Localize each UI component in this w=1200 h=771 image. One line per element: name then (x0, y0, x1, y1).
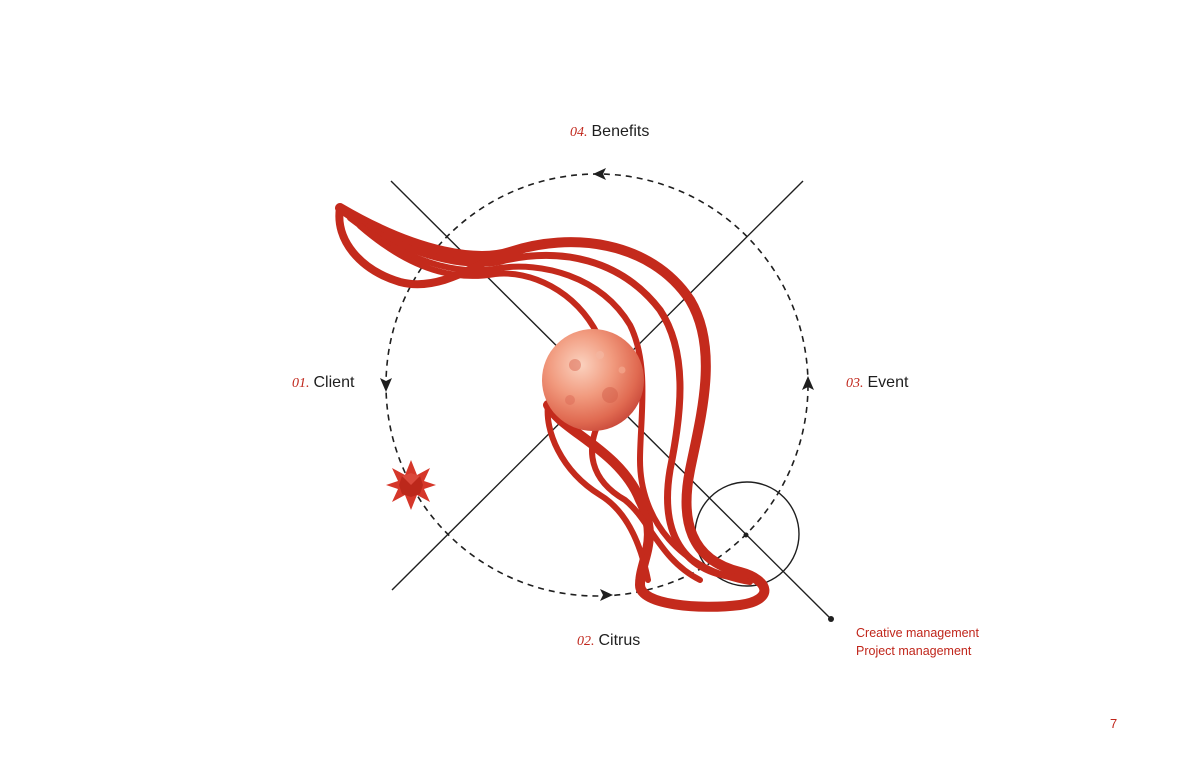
page-number: 7 (1110, 716, 1118, 731)
orb-icon (542, 329, 644, 431)
stage-label-client: 01.Client (292, 373, 354, 394)
axis-end-dot (828, 616, 834, 622)
note-project-management: Project management (856, 644, 972, 658)
event-center-dot (743, 532, 749, 538)
stage-number: 03. (846, 376, 864, 391)
stage-name: Citrus (598, 632, 641, 649)
star-icon (386, 460, 436, 510)
stage-name: Client (313, 374, 355, 391)
stage-label-benefits: 04.Benefits (570, 122, 649, 143)
arrow-icon (380, 378, 392, 392)
arrow-icon (600, 589, 613, 601)
arrow-icon (593, 168, 606, 180)
stage-name: Benefits (591, 123, 650, 140)
note-creative-management: Creative management (856, 626, 979, 640)
stage-label-citrus: 02.Citrus (577, 631, 640, 652)
stage-label-event: 03.Event (846, 373, 908, 394)
stage-number: 01. (292, 376, 310, 391)
stage-number: 04. (570, 125, 588, 140)
arrow-icon (802, 376, 814, 390)
stage-number: 02. (577, 634, 595, 649)
stage-name: Event (867, 374, 909, 391)
